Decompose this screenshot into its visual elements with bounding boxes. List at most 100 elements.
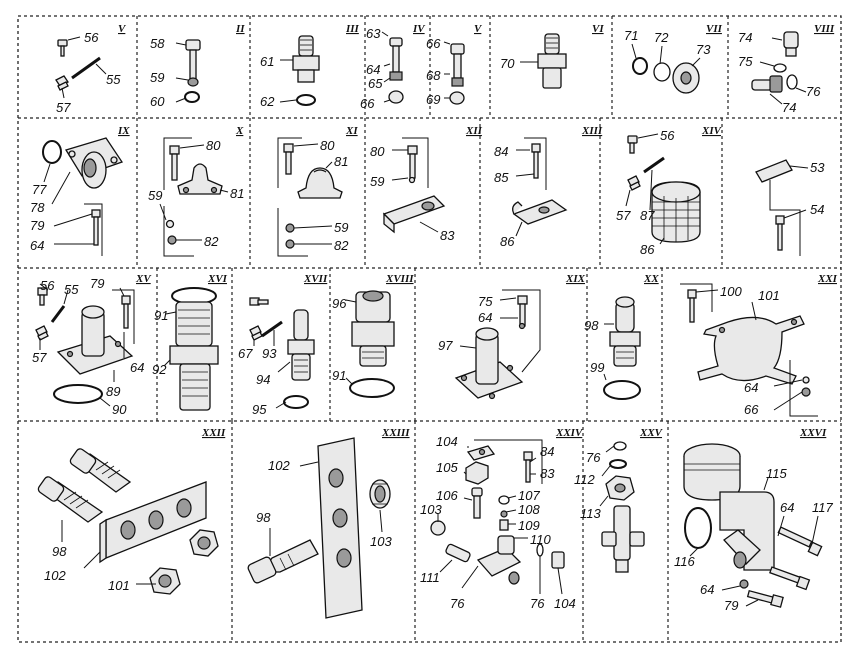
callout-98: 98 (584, 318, 599, 333)
hex-nut-part (465, 461, 489, 485)
section-number: VII (706, 23, 723, 35)
callout-72: 72 (654, 30, 669, 45)
callout-56: 56 (40, 278, 55, 293)
tee-fitting-part (601, 505, 645, 573)
callout-64b: 64 (700, 582, 714, 597)
section-number: XIII (581, 125, 603, 137)
bolt-part (121, 295, 131, 329)
callout-108: 108 (518, 502, 540, 517)
threaded-coupling-part (169, 301, 219, 411)
callout-81: 81 (334, 154, 348, 169)
section-XII: XII 80 59 83 (370, 125, 483, 243)
ring-part (184, 91, 200, 103)
bolt-part (746, 589, 784, 608)
callout-96: 96 (332, 296, 347, 311)
section-number: V (474, 23, 483, 35)
callout-68: 68 (426, 68, 441, 83)
callout-80: 80 (206, 138, 221, 153)
o-ring-part (283, 395, 309, 409)
section-number: IX (117, 125, 130, 137)
callout-59: 59 (148, 188, 162, 203)
gasket-part (684, 507, 712, 549)
section-XXVI: XXVI 115 64 117 (674, 427, 833, 613)
callout-110: 110 (530, 532, 551, 547)
callout-76: 76 (806, 84, 821, 99)
hex-nut-part (605, 475, 635, 501)
section-number: XXIV (555, 427, 584, 439)
section-number: XXV (639, 427, 664, 439)
section-number: VIII (814, 23, 835, 35)
bolt-part (450, 43, 465, 79)
screw-part (249, 297, 269, 306)
section-VIII: VIII 74 75 76 74 (738, 23, 835, 115)
section-XXII: XXII (37, 427, 226, 595)
clamp-part (297, 167, 343, 199)
nut-part (285, 239, 295, 249)
screw-part (627, 135, 638, 154)
callout-56: 56 (660, 128, 675, 143)
callout-71: 71 (624, 28, 638, 43)
callout-63: 63 (366, 26, 381, 41)
callout-105: 105 (436, 460, 458, 475)
callout-98: 98 (52, 544, 67, 559)
section-number: XII (465, 125, 483, 137)
washer-part (449, 91, 465, 105)
callout-56: 56 (84, 30, 99, 45)
callout-53: 53 (810, 160, 825, 175)
washer-part (802, 376, 810, 384)
callout-99: 99 (590, 360, 604, 375)
section-number: V (118, 23, 127, 35)
section-number: XV (135, 273, 152, 285)
callout-55: 55 (106, 72, 121, 87)
washer-part (165, 219, 175, 229)
bolt-part (531, 143, 541, 179)
callout-86: 86 (500, 234, 515, 249)
bolt-part (169, 145, 180, 181)
section-number: XVI (207, 273, 228, 285)
nipple-fitting-part (287, 309, 315, 381)
pin-part (261, 320, 283, 338)
callout-73: 73 (696, 42, 711, 57)
bolt-part (283, 143, 294, 175)
section-number: XXI (817, 273, 838, 285)
bolt-part (185, 39, 201, 81)
callout-93: 93 (262, 346, 277, 361)
adapter-fitting-part (537, 33, 567, 89)
nut-part (451, 77, 464, 87)
section-number: III (345, 23, 360, 35)
bolt-part (389, 37, 403, 73)
split-pin-part (627, 175, 641, 191)
row1-dividers (136, 16, 729, 118)
plug-part (783, 31, 799, 57)
callout-66: 66 (426, 36, 441, 51)
callout-117: 117 (812, 500, 833, 515)
callout-103: 103 (370, 534, 392, 549)
callout-116: 116 (674, 554, 695, 569)
union-nut-part (351, 290, 395, 367)
section-XXI: XXI 100 101 64 66 (680, 273, 838, 417)
bolt-part (517, 295, 528, 327)
section-number: X (235, 125, 244, 137)
section-number: XIV (701, 125, 723, 137)
screw-part (57, 39, 68, 57)
callout-106: 106 (436, 488, 458, 503)
section-number: XXII (201, 427, 226, 439)
callout-83: 83 (540, 466, 555, 481)
callout-78: 78 (30, 200, 45, 215)
callout-87: 87 (640, 208, 655, 223)
callout-81: 81 (230, 186, 244, 201)
callout-64: 64 (744, 380, 758, 395)
callout-59: 59 (370, 174, 384, 189)
callout-65: 65 (368, 76, 383, 91)
lock-plate-part (466, 445, 496, 461)
washer-part (653, 62, 671, 82)
section-XIX: XIX 75 64 97 (438, 273, 586, 400)
callout-57: 57 (616, 208, 631, 223)
gasket-part (609, 459, 627, 469)
callout-113: 113 (580, 506, 601, 521)
callout-84: 84 (540, 444, 554, 459)
bolt-part (523, 451, 533, 483)
flange-nut-part (672, 62, 700, 94)
hose-fitting-part (37, 476, 104, 523)
callout-55: 55 (64, 282, 79, 297)
